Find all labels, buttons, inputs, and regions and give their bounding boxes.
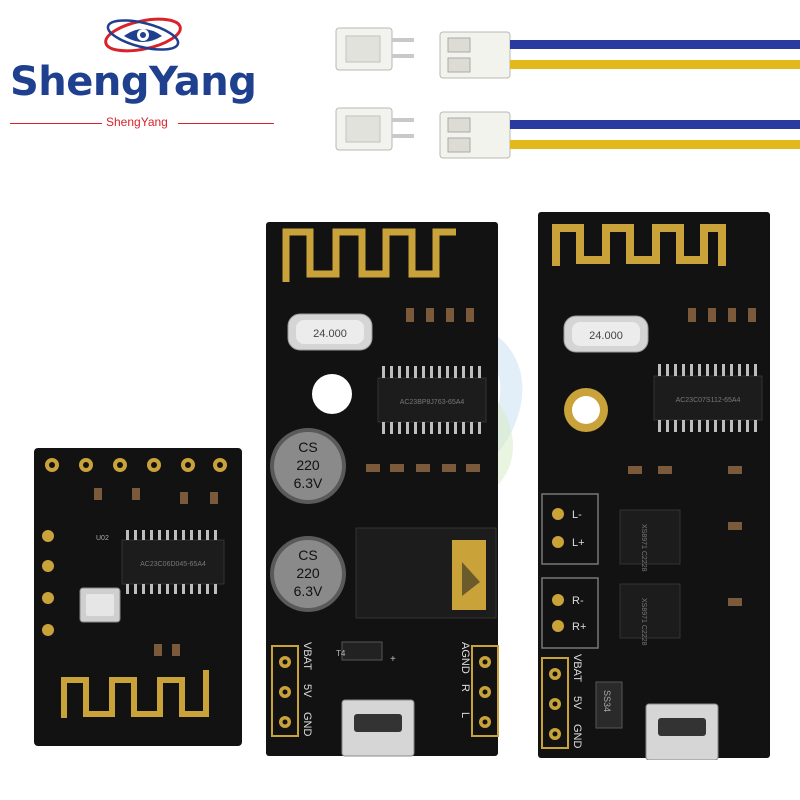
- middle-pin-l: L: [459, 712, 471, 718]
- cap2-line1: CS: [298, 547, 317, 563]
- middle-crystal-label: 24.000: [313, 328, 347, 340]
- left-board: AC23C06D045-65A4 U02: [34, 448, 242, 746]
- brand-tagline: ShengYang: [106, 115, 168, 129]
- left-board-tag: U02: [96, 535, 109, 542]
- middle-board: 24.000 AC23BP8J763-65A4 CS 220 6.3V CS 2…: [266, 222, 499, 757]
- right-chip-label: AC23C07S112-65A4: [676, 397, 741, 404]
- middle-label-plus: +: [390, 654, 396, 665]
- amp-chip-1-label: XS8971 C2228: [640, 524, 647, 572]
- left-chip-label: AC23C06D045-65A4: [140, 561, 206, 568]
- right-board: 24.000 AC23C07S112-65A4 L- L+ R- R+ XS89…: [538, 212, 770, 760]
- middle-pin-r: R: [459, 684, 471, 692]
- logo-emblem: [104, 17, 182, 53]
- right-pin-5v: 5V: [571, 696, 583, 710]
- cap1-line2: 220: [296, 457, 320, 473]
- cap2-line3: 6.3V: [294, 583, 323, 599]
- right-pad-r-minus: R-: [572, 595, 584, 607]
- connector-set-top: [335, 27, 800, 79]
- middle-pin-agnd: AGND: [459, 642, 471, 674]
- middle-label-t4: T4: [336, 649, 346, 658]
- amp-chip-2-label: XS8971 C2228: [640, 598, 647, 646]
- middle-pin-5v: 5V: [301, 684, 313, 698]
- cap1-line1: CS: [298, 439, 317, 455]
- logo-rule-left: [10, 123, 102, 124]
- middle-pin-vbat: VBAT: [301, 642, 313, 670]
- connector-set-bottom: [335, 107, 800, 159]
- brand-name: ShengYang: [10, 59, 257, 105]
- right-crystal-label: 24.000: [589, 330, 623, 342]
- right-pin-gnd: GND: [571, 724, 583, 749]
- logo-rule-right: [178, 123, 274, 124]
- middle-chip-label: AC23BP8J763-65A4: [400, 399, 465, 406]
- right-pin-vbat: VBAT: [571, 654, 583, 682]
- right-pad-l-minus: L-: [572, 509, 582, 521]
- connectors-image: [335, 27, 800, 159]
- right-pad-r-plus: R+: [572, 621, 586, 633]
- cap2-line2: 220: [296, 565, 320, 581]
- right-diode-label: SS34: [602, 690, 612, 712]
- middle-pin-gnd: GND: [301, 712, 313, 737]
- cap1-line3: 6.3V: [294, 475, 323, 491]
- right-pad-l-plus: L+: [572, 537, 585, 549]
